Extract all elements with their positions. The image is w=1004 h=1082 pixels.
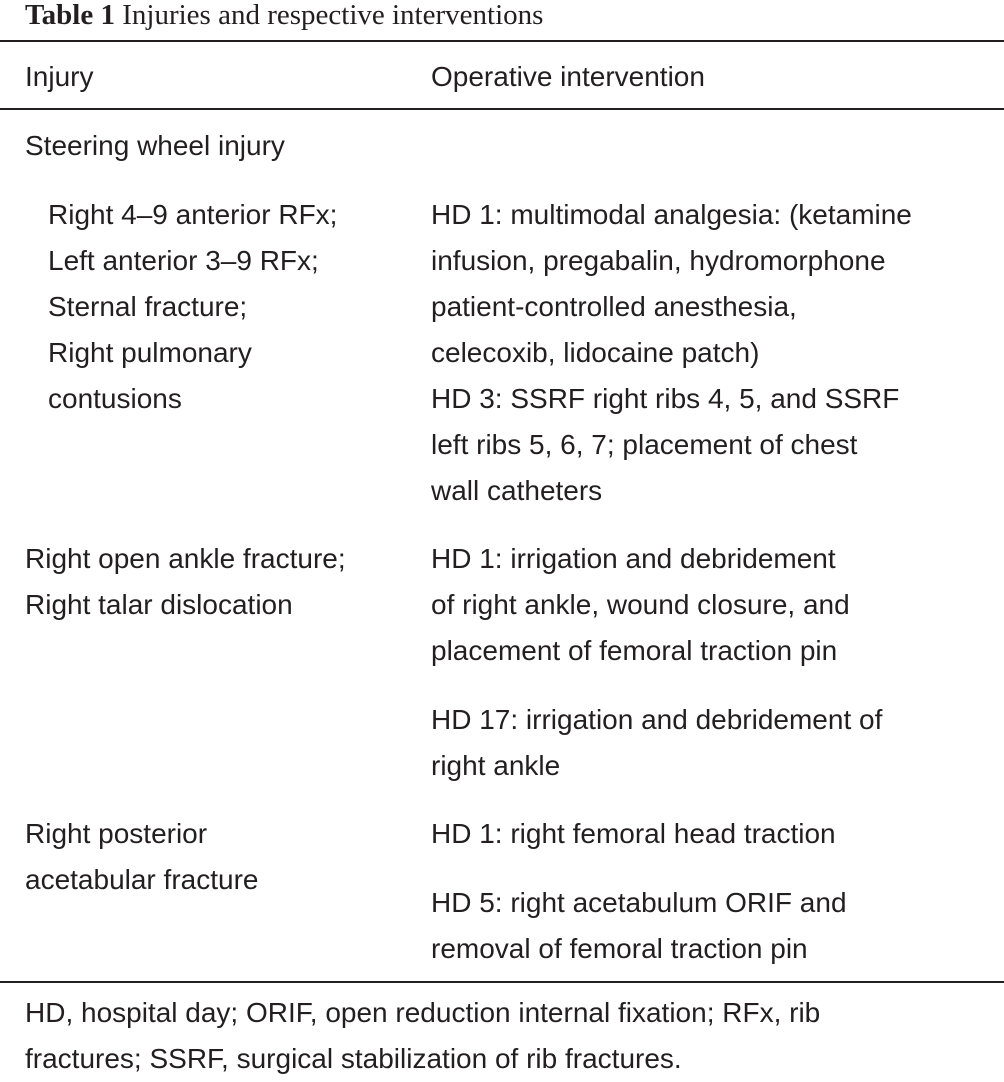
table-caption: Table 1 Injuries and respective interven…: [25, 0, 543, 33]
intervention-line: removal of femoral traction pin: [431, 933, 808, 964]
intervention-line: of right ankle, wound closure, and: [431, 589, 850, 620]
injury-line: Sternal fracture;: [48, 291, 248, 322]
footnote-line: fractures; SSRF, surgical stabilization …: [25, 1043, 682, 1074]
bottom-rule: [0, 981, 1004, 983]
injury-line: Right pulmonary: [48, 337, 252, 368]
intervention-line: celecoxib, lidocaine patch): [431, 337, 760, 368]
intervention-line: HD 5: right acetabulum ORIF and: [431, 887, 847, 918]
header-rule: [0, 108, 1004, 110]
intervention-line: left ribs 5, 6, 7; placement of chest: [431, 429, 858, 460]
group-heading: Steering wheel injury: [25, 130, 285, 161]
intervention-line: placement of femoral traction pin: [431, 635, 838, 666]
injury-line: contusions: [48, 383, 182, 414]
injury-line: Right talar dislocation: [25, 589, 293, 620]
injury-line: Right open ankle fracture;: [25, 543, 346, 574]
top-rule: [0, 40, 1004, 42]
intervention-line: right ankle: [431, 750, 561, 781]
injury-line: Right 4–9 anterior RFx;: [48, 199, 338, 230]
column-header-injury: Injury: [25, 61, 94, 92]
injury-line: Left anterior 3–9 RFx;: [48, 245, 319, 276]
table-label: Table 1: [25, 0, 115, 31]
intervention-line: infusion, pregabalin, hydromorphone: [431, 245, 886, 276]
intervention-line: wall catheters: [431, 475, 603, 506]
intervention-line: patient-controlled anesthesia,: [431, 291, 797, 322]
intervention-line: HD 1: right femoral head traction: [431, 818, 836, 849]
column-header-intervention: Operative intervention: [431, 61, 705, 92]
intervention-line: HD 17: irrigation and debridement of: [431, 704, 883, 735]
intervention-line: HD 1: multimodal analgesia: (ketamine: [431, 199, 912, 230]
intervention-line: HD 1: irrigation and debridement: [431, 543, 836, 574]
intervention-line: HD 3: SSRF right ribs 4, 5, and SSRF: [431, 383, 900, 414]
table-title: Injuries and respective interventions: [122, 0, 544, 31]
footnote-line: HD, hospital day; ORIF, open reduction i…: [25, 997, 821, 1028]
injury-line: Right posterior: [25, 818, 208, 849]
injury-line: acetabular fracture: [25, 864, 259, 895]
